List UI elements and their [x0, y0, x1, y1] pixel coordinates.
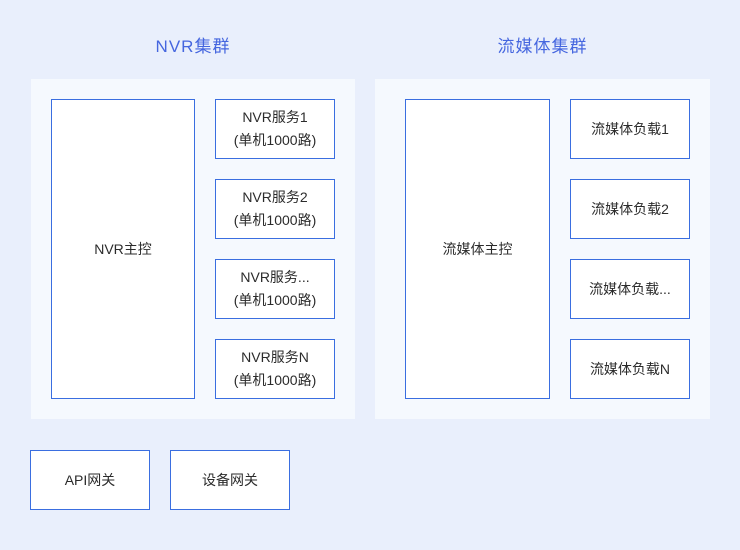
media-load-ellipsis-label: 流媒体负载... — [589, 280, 671, 297]
media-load-ellipsis-box: 流媒体负载... — [570, 259, 690, 319]
media-load-n-box: 流媒体负载N — [570, 339, 690, 399]
media-load-2-box: 流媒体负载2 — [570, 179, 690, 239]
media-load-1-label: 流媒体负载1 — [591, 120, 669, 137]
nvr-main-control-box: NVR主控 — [51, 99, 195, 399]
media-load-2-label: 流媒体负载2 — [591, 200, 669, 217]
nvr-service-2-box: NVR服务2 (单机1000路) — [215, 179, 335, 239]
media-main-control-box: 流媒体主控 — [405, 99, 550, 399]
media-load-n-label: 流媒体负载N — [589, 360, 671, 377]
api-gateway-label: API网关 — [64, 471, 116, 488]
media-load-1-box: 流媒体负载1 — [570, 99, 690, 159]
nvr-service-n-title: NVR服务N — [241, 349, 309, 365]
nvr-service-1-capacity: (单机1000路) — [233, 132, 317, 148]
nvr-cluster-title: NVR集群 — [155, 37, 231, 56]
nvr-service-ellipsis-capacity: (单机1000路) — [233, 292, 317, 308]
api-gateway-box: API网关 — [30, 450, 150, 510]
nvr-main-control-label: NVR主控 — [94, 240, 152, 257]
nvr-service-1-title: NVR服务1 — [242, 109, 308, 125]
nvr-service-n-capacity: (单机1000路) — [233, 372, 317, 388]
media-cluster-title: 流媒体集群 — [497, 37, 588, 56]
nvr-service-ellipsis-box: NVR服务... (单机1000路) — [215, 259, 335, 319]
nvr-service-n-box: NVR服务N (单机1000路) — [215, 339, 335, 399]
nvr-service-2-capacity: (单机1000路) — [233, 212, 317, 228]
nvr-service-2-title: NVR服务2 — [242, 189, 308, 205]
nvr-service-1-box: NVR服务1 (单机1000路) — [215, 99, 335, 159]
device-gateway-label: 设备网关 — [202, 471, 258, 488]
media-main-control-label: 流媒体主控 — [442, 240, 513, 257]
nvr-service-ellipsis-title: NVR服务... — [240, 269, 310, 285]
media-cluster-panel: 流媒体主控 流媒体负载1 流媒体负载2 流媒体负载... 流媒体负载N — [375, 79, 710, 419]
nvr-cluster-panel: NVR主控 NVR服务1 (单机1000路) NVR服务2 (单机1000路) … — [31, 79, 355, 419]
device-gateway-box: 设备网关 — [170, 450, 290, 510]
